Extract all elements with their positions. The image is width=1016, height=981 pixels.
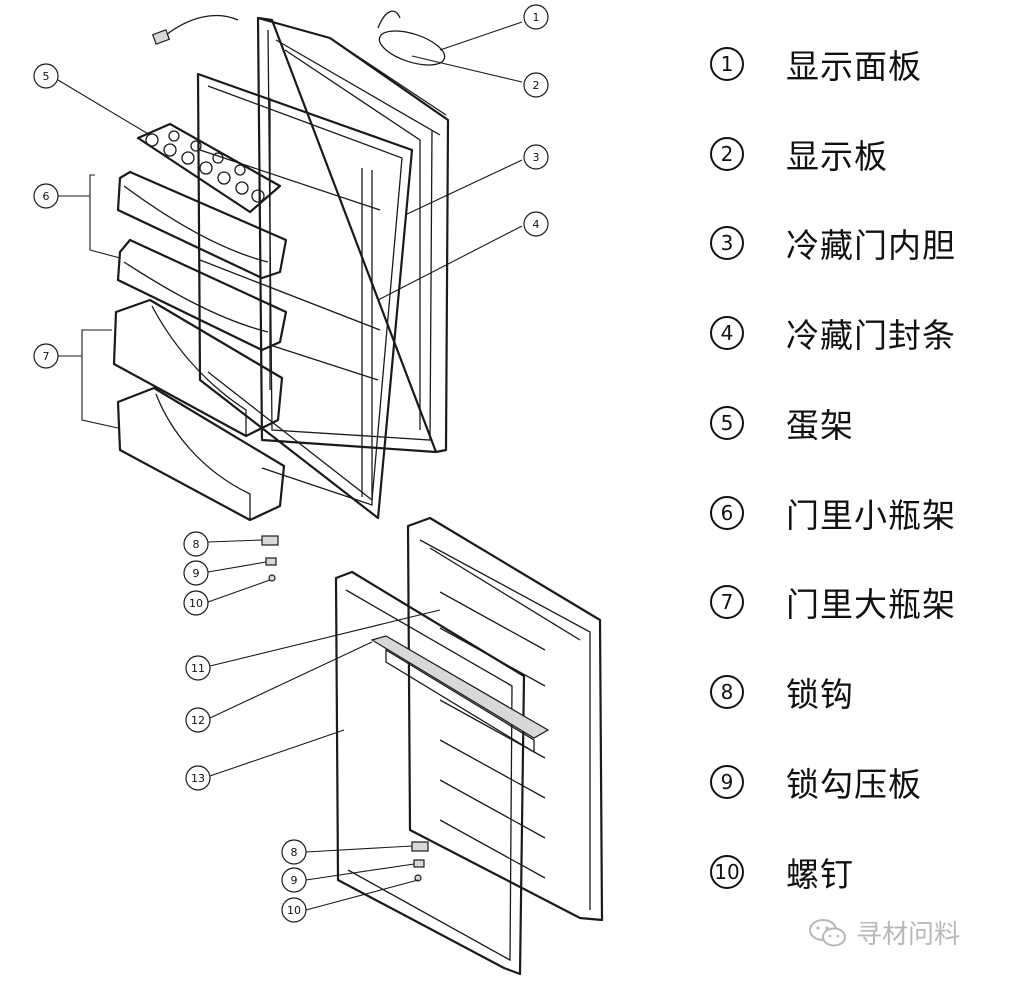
callout-9-upper: 9: [183, 560, 209, 586]
svg-text:8: 8: [291, 846, 298, 859]
svg-text:3: 3: [533, 151, 540, 164]
large-bottle-rack-1: [112, 298, 284, 438]
fridge-door-liner: [196, 72, 414, 520]
fridge-door-shell: [256, 16, 450, 454]
freezer-door-shell: [406, 516, 604, 922]
callout-7: 7: [33, 343, 59, 369]
callout-11: 11: [185, 655, 211, 681]
fridge-door-gasket: [261, 168, 373, 506]
svg-text:8: 8: [193, 538, 200, 551]
watermark-text: 寻材问料: [856, 920, 961, 950]
svg-text:5: 5: [43, 70, 50, 83]
svg-text:9: 9: [193, 567, 200, 580]
svg-text:11: 11: [191, 662, 205, 675]
large-bottle-rack-2: [116, 386, 286, 522]
callout-2: 2: [523, 72, 549, 98]
freezer-shelves: [370, 591, 550, 879]
small-bottle-rack-2: [116, 238, 288, 352]
upper-lock-parts: [261, 535, 279, 582]
svg-text:10: 10: [189, 597, 203, 610]
callout-13: 13: [185, 765, 211, 791]
exploded-view-drawing: 1 2 3 4 5 6 7 8 9 10 11 12 13 8 9 10: [33, 4, 604, 976]
callout-10-lower: 10: [281, 897, 307, 923]
small-bottle-rack-1: [116, 170, 288, 280]
callout-10-upper: 10: [183, 590, 209, 616]
callout-1: 1: [523, 4, 549, 30]
callout-5: 5: [33, 63, 59, 89]
lower-lock-parts: [411, 841, 429, 882]
svg-text:4: 4: [533, 218, 540, 231]
leader-lines: [57, 21, 523, 911]
svg-text:9: 9: [291, 874, 298, 887]
svg-text:2: 2: [533, 79, 540, 92]
callout-8-lower: 8: [281, 839, 307, 865]
svg-text:1: 1: [533, 11, 540, 24]
callout-3: 3: [523, 144, 549, 170]
svg-text:13: 13: [191, 772, 205, 785]
egg-tray: [136, 122, 282, 214]
watermark: 寻材问料: [808, 914, 960, 951]
callout-9-lower: 9: [281, 867, 307, 893]
callout-12: 12: [185, 707, 211, 733]
svg-text:10: 10: [287, 904, 301, 917]
callout-4: 4: [523, 211, 549, 237]
display-panel: [151, 10, 446, 66]
svg-text:12: 12: [191, 714, 205, 727]
callout-6: 6: [33, 183, 59, 209]
freezer-door-liner: [334, 570, 526, 976]
wechat-icon: [809, 918, 846, 946]
svg-text:7: 7: [43, 350, 50, 363]
svg-text:6: 6: [43, 190, 50, 203]
callout-8-upper: 8: [183, 531, 209, 557]
